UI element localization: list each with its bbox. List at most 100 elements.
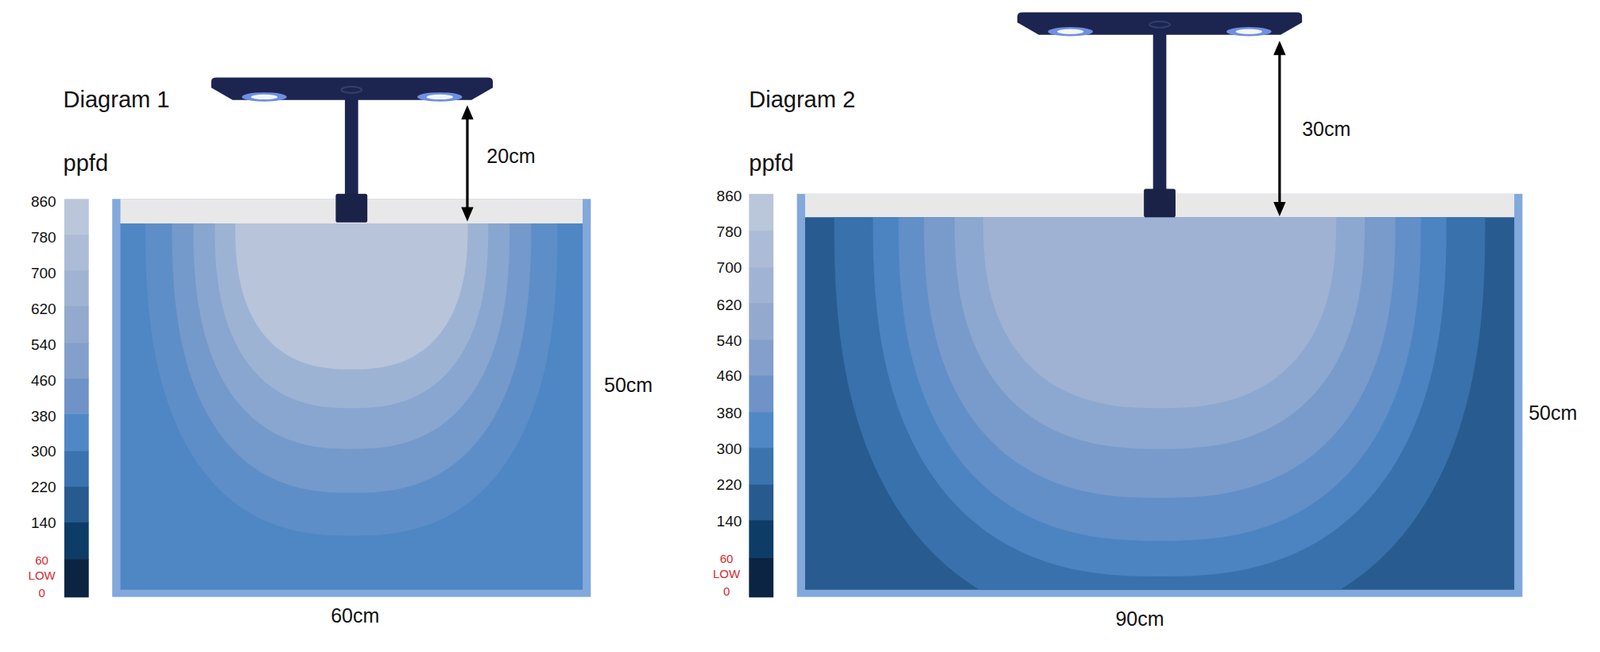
- scale-band: [64, 306, 90, 344]
- scale-value: 140: [30, 515, 57, 531]
- lamp-hub: [340, 86, 362, 93]
- ppfd-scale-bar: [748, 193, 774, 598]
- scale-band: [64, 486, 90, 524]
- diagram-title: Diagram 2: [748, 87, 856, 111]
- scale-value: 700: [30, 264, 57, 280]
- width-label: 60cm: [330, 605, 380, 626]
- scale-band: [64, 198, 90, 236]
- led: [1235, 29, 1263, 35]
- diagram-title: Diagram 1: [63, 87, 171, 111]
- lamp-clamp: [335, 193, 368, 223]
- height-label: 50cm: [1528, 402, 1577, 423]
- scale-band: [748, 193, 774, 232]
- ppfd-contour: [214, 223, 489, 408]
- axis-title: ppfd: [63, 151, 109, 175]
- scale-low-label: 0: [38, 585, 45, 598]
- led-glow: [1047, 27, 1093, 37]
- scale-low-label: LOW: [28, 568, 56, 581]
- scale-low-label: 0: [723, 584, 730, 597]
- aquarium: [797, 193, 1523, 631]
- arrowhead: [461, 104, 473, 120]
- distance-label: 20cm: [486, 146, 535, 167]
- scale-value: 300: [30, 443, 57, 459]
- scale-value: 860: [30, 193, 57, 209]
- scale-low-label: LOW: [712, 567, 740, 580]
- scale-low-label: 60: [34, 553, 49, 566]
- ppfd-contour: [923, 216, 1395, 498]
- scale-value: 860: [716, 188, 743, 204]
- arrowhead: [1273, 40, 1286, 55]
- scale-low-label: 60: [720, 552, 734, 565]
- ppfd-contour: [145, 223, 558, 536]
- scale-value: 620: [30, 300, 57, 316]
- scale-value: 540: [30, 336, 57, 352]
- scale-band: [748, 447, 774, 485]
- scale-value: 460: [716, 368, 743, 384]
- scale-band: [64, 342, 90, 380]
- scale-band: [64, 522, 90, 560]
- scale-band: [748, 302, 774, 341]
- led: [1057, 29, 1084, 35]
- lamp-clamp: [1143, 188, 1176, 217]
- arrowhead: [461, 207, 473, 222]
- scale-value: 540: [716, 332, 743, 348]
- scale-band: [748, 484, 774, 522]
- scale-band: [748, 267, 774, 304]
- height-label: 50cm: [604, 374, 653, 395]
- ppfd-contour: [954, 216, 1365, 449]
- ppfd-contour: [983, 216, 1337, 408]
- ppfd-contour: [872, 216, 1446, 577]
- dimension-arrow: [461, 104, 473, 221]
- ppfd-contour: [235, 223, 469, 370]
- led-glow: [241, 92, 287, 102]
- aquarium: [112, 198, 591, 597]
- scale-band: [748, 557, 774, 597]
- ppfd-contour: [834, 216, 1486, 589]
- scale-value: 380: [716, 404, 743, 420]
- scale-value: 140: [716, 512, 743, 528]
- dimension-line: [1278, 50, 1281, 206]
- distance-label: 30cm: [1301, 118, 1351, 139]
- tank-frame: [797, 193, 1523, 597]
- led: [426, 94, 454, 100]
- led: [251, 94, 278, 100]
- lamp-stem: [1153, 30, 1167, 190]
- width-label: 90cm: [1115, 608, 1164, 628]
- ppfd-contour: [193, 223, 510, 450]
- scale-value: 300: [716, 440, 743, 456]
- ppfd-scale-bar: [64, 198, 90, 597]
- scale-band: [64, 450, 90, 488]
- scale-value: 780: [716, 224, 743, 240]
- axis-title: ppfd: [748, 151, 794, 175]
- scale-band: [748, 230, 774, 268]
- led-glow: [417, 92, 462, 102]
- scale-band: [64, 414, 90, 452]
- scale-band: [748, 339, 774, 376]
- lamp-stem: [344, 96, 359, 197]
- dimension-line: [465, 115, 469, 212]
- led-glow: [1226, 27, 1271, 37]
- light-fixture: [211, 77, 493, 223]
- scale-band: [64, 270, 90, 307]
- scale-value: 620: [716, 296, 743, 312]
- scale-band: [64, 558, 90, 597]
- lamp-body: [1017, 11, 1302, 35]
- ppfd-contour: [898, 216, 1421, 541]
- scale-value: 380: [30, 407, 57, 423]
- scale-value: 220: [716, 476, 743, 492]
- ppfd-contour: [171, 223, 531, 493]
- scale-band: [748, 411, 774, 449]
- scale-value: 700: [716, 259, 743, 276]
- light-fixture: [1017, 11, 1302, 217]
- lamp-body: [211, 77, 493, 101]
- scale-value: 220: [30, 479, 57, 495]
- tank-frame: [112, 198, 591, 597]
- scale-band: [64, 234, 90, 272]
- scale-value: 460: [30, 371, 57, 388]
- arrowhead: [1273, 201, 1286, 217]
- scale-band: [748, 375, 774, 413]
- scale-band: [748, 519, 774, 558]
- dimension-arrow: [1273, 40, 1286, 217]
